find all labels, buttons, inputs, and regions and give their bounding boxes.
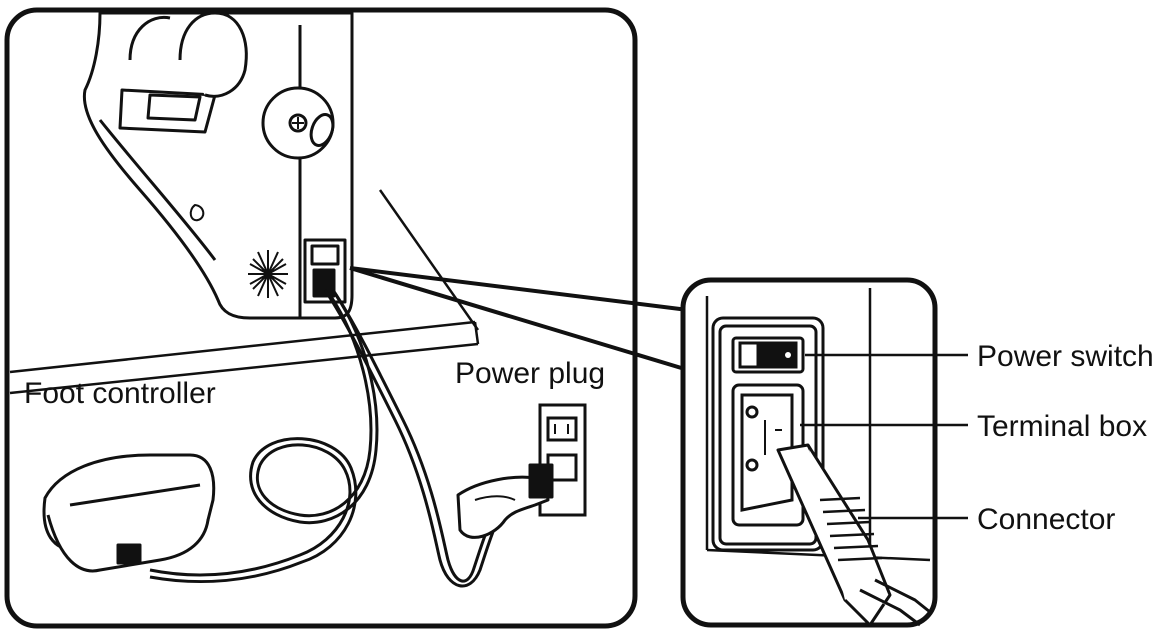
sewing-machine <box>82 11 354 320</box>
power-switch-label: Power switch <box>977 340 1154 373</box>
foot-controller-label: Foot controller <box>24 377 216 410</box>
callout-lines <box>800 353 968 520</box>
power-cord <box>323 289 536 588</box>
table <box>9 189 480 395</box>
power-switch <box>731 336 805 374</box>
zoom-panel <box>680 277 968 628</box>
terminal-box-label: Terminal box <box>977 410 1147 443</box>
power-plug-label: Power plug <box>455 357 605 390</box>
zoom-pointer <box>349 266 689 372</box>
power-plug <box>456 463 554 539</box>
connector-label: Connector <box>977 503 1115 536</box>
foot-controller <box>42 453 216 573</box>
terminal-box <box>731 383 805 527</box>
foot-controller-cord <box>149 294 379 584</box>
speaker-grille <box>248 250 288 298</box>
main-panel: Foot controller Power plug <box>4 7 689 629</box>
connector <box>776 443 931 627</box>
